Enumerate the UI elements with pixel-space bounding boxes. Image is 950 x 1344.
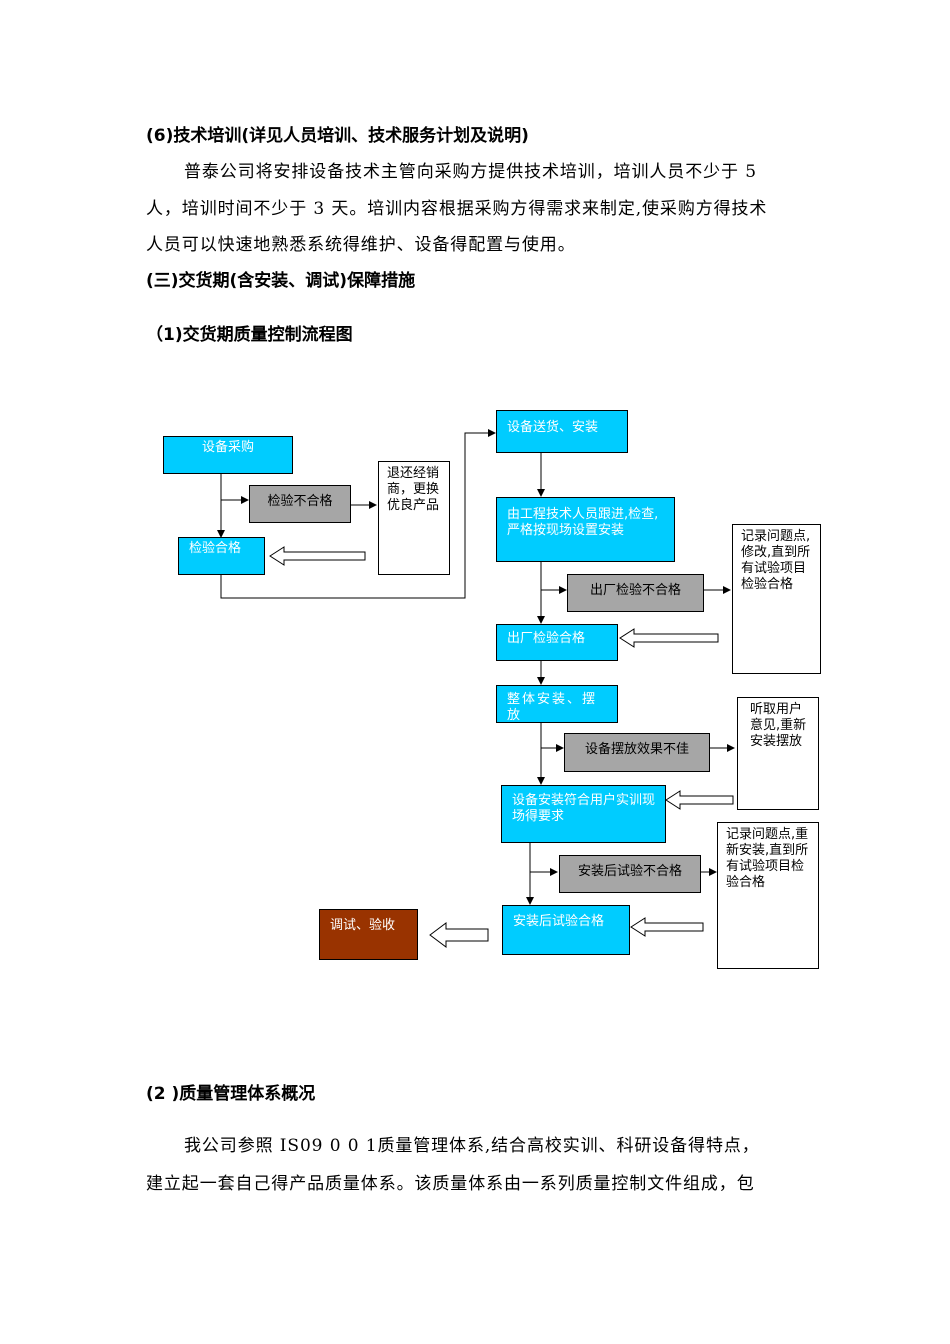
meets-requirements-box: 设备安装符合用户实训现场得要求 (501, 785, 666, 843)
debug-accept-box: 调试、验收 (319, 909, 418, 960)
post-test-note-box: 记录问题点,重新安装,直到所有试验项目检验合格 (717, 822, 819, 969)
inspect-fail-box: 检验不合格 (249, 485, 351, 523)
section6-para-line-1: 普泰公司将安排设备技术主管向采购方提供技术培训，培训人员不少于 5 (184, 162, 757, 182)
section2-para-line-2: 建立起一套自己得产品质量体系。该质量体系由一系列质量控制文件组成，包 (146, 1174, 755, 1194)
inspect-pass-box: 检验合格 (178, 537, 265, 575)
subsection2-heading: (2 )质量管理体系概况 (146, 1084, 316, 1104)
subsection1-heading: （1)交货期质量控制流程图 (146, 325, 353, 345)
placement-bad-box: 设备摆放效果不佳 (564, 733, 710, 772)
engineer-follow-box: 由工程技术人员跟进,检查,严格按现场设置安装 (496, 497, 675, 562)
factory-pass-box: 出厂检验合格 (496, 624, 618, 661)
section3-heading: (三)交货期(含安装、调试)保障措施 (146, 271, 416, 291)
factory-note-box: 记录问题点,修改,直到所有试验项目检验合格 (732, 524, 821, 674)
purchase-box: 设备采购 (163, 436, 293, 474)
deliver-install-box: 设备送货、安装 (496, 410, 628, 453)
return-note-box: 退还经销商，更换优良产品 (378, 461, 450, 575)
post-test-fail-box: 安装后试验不合格 (559, 855, 701, 893)
section2-para-line-1: 我公司参照 IS09 0 0 1质量管理体系,结合高校实训、科研设备得特点， (184, 1136, 760, 1156)
overall-install-box: 整体安装、摆放 (496, 685, 618, 723)
placement-note-box: 听取用户意见,重新安装摆放 (737, 697, 819, 810)
section6-para-line-2: 人，培训时间不少于 3 天。培训内容根据采购方得需求来制定,使采购方得技术 (146, 199, 768, 219)
section6-para-line-3: 人员可以快速地熟悉系统得维护、设备得配置与使用。 (146, 235, 576, 255)
post-test-pass-box: 安装后试验合格 (502, 905, 630, 955)
factory-fail-box: 出厂检验不合格 (567, 574, 704, 612)
section6-heading: (6)技术培训(详见人员培训、技术服务计划及说明) (146, 126, 529, 146)
